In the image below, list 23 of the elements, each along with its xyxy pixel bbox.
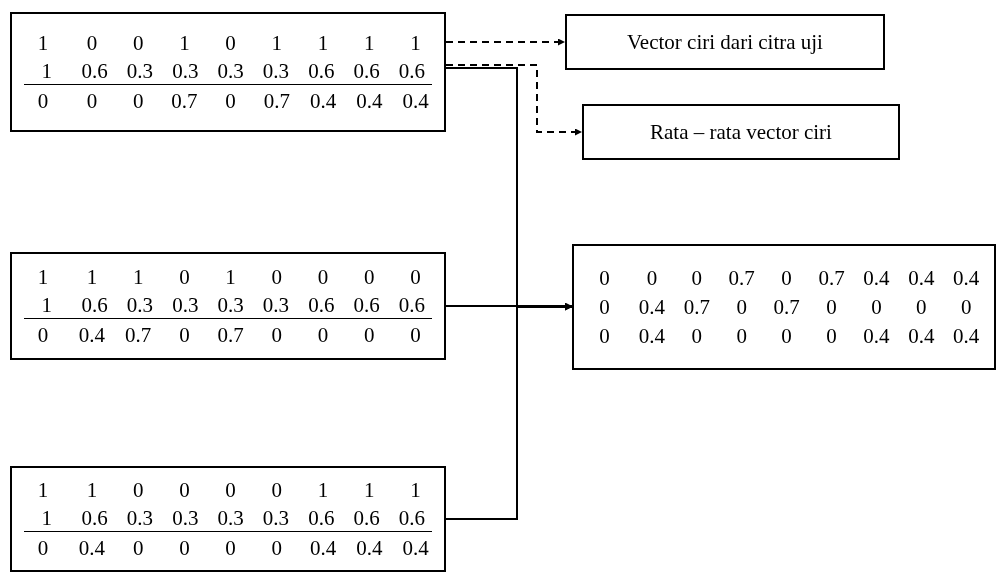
- box-label: Rata – rata vector ciri: [650, 119, 832, 145]
- number-row-text: 0 0 0 0.7 0 0.7 0.4 0.4 0.4: [598, 264, 981, 292]
- number-row-text: 0 0.4 0 0 0 0 0.4 0.4 0.4: [36, 534, 430, 562]
- number-row-text: 1 1 0 0 0 0 1 1 1: [36, 476, 422, 504]
- number-row-text: 1 0 0 1 0 1 1 1 1: [36, 29, 422, 57]
- number-row: 1 0.6 0.3 0.3 0.3 0.3 0.6 0.6 0.6: [24, 504, 432, 532]
- matrix-box: [10, 252, 446, 360]
- arrow: [445, 302, 573, 310]
- label-box: [582, 104, 900, 160]
- matrix-box: [10, 12, 446, 132]
- number-row-text: 0 0 0 0.7 0 0.7 0.4 0.4 0.4: [36, 87, 430, 115]
- number-row: 1 0.6 0.3 0.3 0.3 0.3 0.6 0.6 0.6: [24, 57, 432, 85]
- number-row-text: 0 0.4 0.7 0 0.7 0 0 0 0: [598, 293, 973, 321]
- number-row-text: 0 0.4 0.7 0 0.7 0 0 0 0: [36, 321, 422, 349]
- box-label: Vector ciri dari citra uji: [627, 29, 823, 55]
- label-box: [565, 14, 885, 70]
- number-row-text: 1 1 1 0 1 0 0 0 0: [36, 263, 422, 291]
- number-row: 1 0.6 0.3 0.3 0.3 0.3 0.6 0.6 0.6: [24, 291, 432, 319]
- matrix-box: [572, 244, 996, 370]
- matrix-box: [10, 466, 446, 572]
- dashed-arrow: [445, 38, 566, 46]
- dashed-arrow: [445, 64, 583, 136]
- number-row-text: 0 0.4 0 0 0 0 0.4 0.4 0.4: [598, 322, 981, 350]
